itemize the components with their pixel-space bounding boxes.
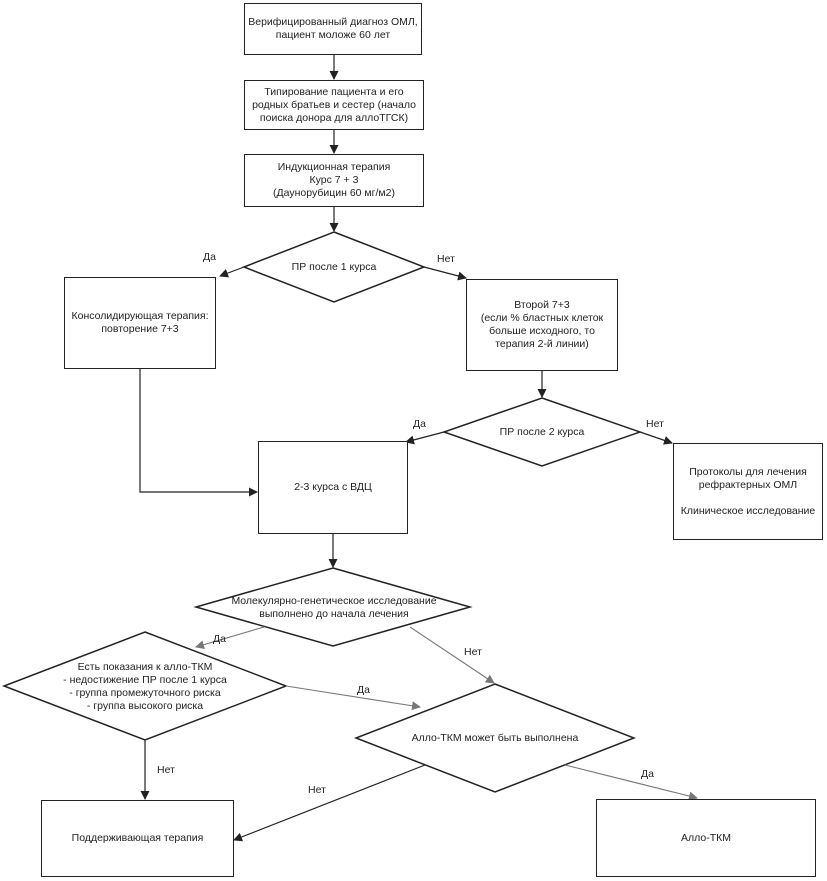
refractory-text: Протоколы для лечения рефрактерных ОМЛ К… — [680, 465, 816, 517]
edge-feasible-yes — [564, 764, 698, 801]
allo-feasible-text: Алло-ТКМ может быть выполнена — [411, 731, 579, 744]
allo-tkm-text: Алло-ТКМ — [681, 831, 731, 844]
edge-molecular-yes — [195, 626, 265, 650]
edge-molecular-no — [409, 626, 495, 684]
allo-feasible-text-wrap: Алло-ТКМ может быть выполнена — [390, 730, 600, 746]
allo-tkm-box: Алло-ТКМ — [596, 799, 816, 877]
molecular-text-wrap: Молекулярно-генетическое исследование вы… — [218, 593, 450, 623]
hdac-text: 2-3 курса с ВДЦ — [294, 481, 372, 493]
second-73-box: Второй 7+3 (если % бластных клеток больш… — [466, 279, 618, 371]
molecular-diamond — [193, 567, 473, 647]
allo-indications-text: Есть показания к алло-ТКМ - недостижение… — [63, 661, 227, 712]
diagnosis-box: Верифицированный диагноз ОМЛ, пациент мо… — [244, 3, 422, 55]
label-feasible-no: Нет — [308, 784, 326, 796]
hdac-box: 2-3 курса с ВДЦ — [258, 441, 408, 534]
allo-feasible-diamond — [353, 683, 637, 793]
consolidation-text: Консолидирующая терапия: повторение 7+3 — [71, 310, 209, 335]
cr-after-1-diamond — [241, 231, 427, 303]
cr-after-2-text: ПР после 2 курса — [499, 425, 585, 438]
diagnosis-text: Верифицированный диагноз ОМЛ, пациент мо… — [248, 16, 418, 41]
cr-after-2-diamond — [441, 397, 643, 467]
edge-consolidation-hdac — [139, 369, 258, 497]
label-cr1-yes: Да — [203, 251, 216, 263]
edge-cr2-no — [639, 431, 673, 445]
maintenance-box: Поддерживающая терапия — [41, 800, 234, 877]
label-feasible-yes: Да — [641, 768, 654, 780]
typing-box: Типирование пациента и его родных братье… — [244, 80, 424, 130]
maintenance-text: Поддерживающая терапия — [71, 832, 204, 844]
edge-feasible-no — [233, 764, 426, 842]
typing-text: Типирование пациента и его родных братье… — [252, 85, 416, 124]
induction-box: Индукционная терапия Курс 7 + 3 (Даунору… — [244, 154, 424, 207]
induction-text: Индукционная терапия Курс 7 + 3 (Даунору… — [273, 161, 395, 199]
label-cr2-no: Нет — [646, 418, 664, 430]
label-indications-yes: Да — [357, 684, 370, 696]
label-cr1-no: Нет — [437, 253, 455, 265]
edge-indications-yes — [285, 685, 421, 711]
refractory-box: Протоколы для лечения рефрактерных ОМЛ К… — [673, 443, 823, 540]
label-cr2-yes: Да — [413, 418, 426, 430]
label-molecular-no: Нет — [464, 646, 482, 658]
consolidation-box: Консолидирующая терапия: повторение 7+3 — [64, 277, 216, 369]
cr-after-1-text-wrap: ПР после 1 курса — [264, 259, 404, 275]
edge-cr1-no — [423, 266, 467, 281]
label-indications-no: Нет — [157, 764, 175, 776]
molecular-text: Молекулярно-генетическое исследование вы… — [231, 595, 437, 620]
cr-after-2-text-wrap: ПР после 2 курса — [472, 424, 612, 440]
allo-indications-text-wrap: Есть показания к алло-ТКМ - недостижение… — [40, 659, 250, 715]
cr-after-1-text: ПР после 1 курса — [291, 260, 377, 273]
edge-cr2-yes — [405, 431, 445, 445]
label-molecular-yes: Да — [213, 633, 226, 645]
second-73-text: Второй 7+3 (если % бластных клеток больш… — [480, 299, 604, 350]
edge-cr1-yes — [219, 266, 245, 278]
